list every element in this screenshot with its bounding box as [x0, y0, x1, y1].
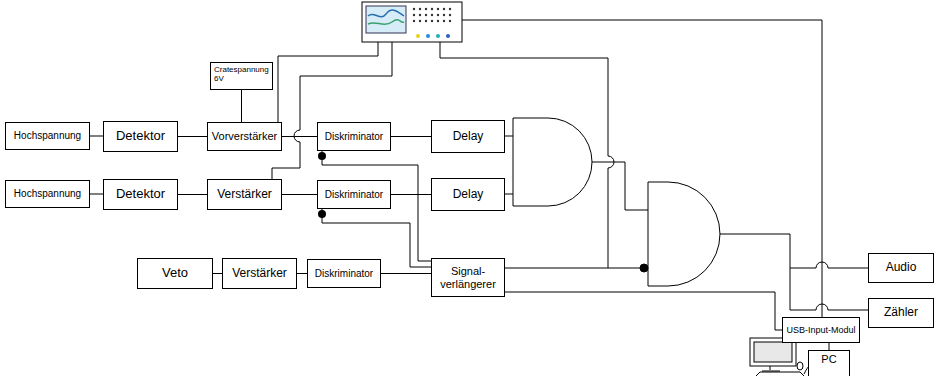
oscilloscope [362, 2, 462, 42]
mouse [797, 362, 803, 370]
signal-extender: Signal- verlängerer [431, 258, 505, 297]
signal-wire [391, 136, 431, 137]
box-label: Detektor [116, 187, 165, 202]
discriminator: Diskriminator [307, 259, 381, 288]
signal-wire [90, 194, 103, 195]
signal-wire [178, 194, 207, 195]
scope-connector [416, 34, 420, 38]
wire [790, 304, 868, 310]
discriminator: Diskriminator [317, 180, 391, 209]
and-gate [513, 118, 592, 206]
inhibit-dot [318, 210, 326, 218]
box-label: Hochspannung [14, 130, 81, 142]
box-label: Verstärker [217, 188, 272, 202]
wire [505, 136, 513, 137]
box-label: Detektor [116, 129, 165, 144]
wire [505, 194, 513, 195]
box-label: Vorverstärker [212, 130, 277, 143]
box-label: Audio [886, 261, 917, 275]
signal-wire [241, 90, 242, 122]
and-gate [648, 182, 720, 286]
scope-trace [368, 20, 404, 25]
crate-supply: Cratespannung 6V [210, 62, 273, 90]
box-label: Veto [162, 266, 188, 281]
hv-supply: Hochspannung [5, 122, 90, 150]
wire [592, 162, 648, 210]
scope-connector [446, 34, 450, 38]
wire [462, 20, 822, 317]
discriminator: Diskriminator [317, 122, 391, 151]
box-label: Delay [453, 188, 484, 202]
veto-detector: Veto [137, 258, 213, 289]
signal-wire [381, 273, 431, 274]
counter: Zähler [868, 298, 934, 328]
box-label: Diskriminator [325, 131, 383, 143]
scope-connector [426, 34, 430, 38]
monitor-screen [754, 342, 792, 362]
signal-wire [90, 136, 103, 137]
box-label: Verstärker [232, 267, 287, 281]
signal-wire [178, 136, 207, 137]
box-label: Zähler [884, 306, 918, 320]
monitor-stand [762, 366, 780, 371]
audio-output: Audio [868, 253, 934, 283]
wire [505, 292, 782, 330]
box-label: Hochspannung [14, 188, 81, 200]
signal-wire [213, 273, 222, 274]
keyboard [756, 372, 804, 376]
wire [272, 42, 392, 179]
box-label: Diskriminator [315, 268, 373, 280]
wire [278, 42, 378, 122]
wire [720, 234, 790, 310]
amplifier: Verstärker [222, 258, 297, 289]
delay: Delay [431, 178, 505, 211]
box-label: Delay [453, 130, 484, 144]
scope-connector [436, 34, 440, 38]
box-label: Cratespannung 6V [214, 65, 269, 83]
preamplifier: Vorverstärker [207, 122, 282, 151]
hv-supply: Hochspannung [5, 180, 90, 208]
oscilloscope-screen [366, 6, 406, 33]
signal-wire [829, 343, 830, 350]
box-label: USB-Input-Modul [786, 325, 855, 335]
inverting-input [640, 264, 648, 272]
wire [505, 268, 640, 269]
box-label: Diskriminator [325, 189, 383, 201]
scope-trace [368, 10, 404, 17]
wire [440, 42, 614, 268]
amplifier: Verstärker [207, 179, 282, 210]
signal-wire [297, 273, 307, 274]
usb-input-module: USB-Input-Modul [782, 317, 860, 343]
pc-tower: PC [808, 350, 850, 376]
signal-wire [282, 194, 317, 195]
delay: Delay [431, 120, 505, 153]
detector: Detektor [103, 121, 178, 152]
box-label: PC [821, 353, 836, 366]
wire [790, 262, 868, 268]
detector: Detektor [103, 179, 178, 210]
signal-wire [282, 136, 317, 137]
scope-buttons [413, 8, 451, 22]
signal-wire [391, 194, 431, 195]
inhibit-dot [318, 152, 326, 160]
box-label: Signal- verlängerer [437, 265, 499, 290]
